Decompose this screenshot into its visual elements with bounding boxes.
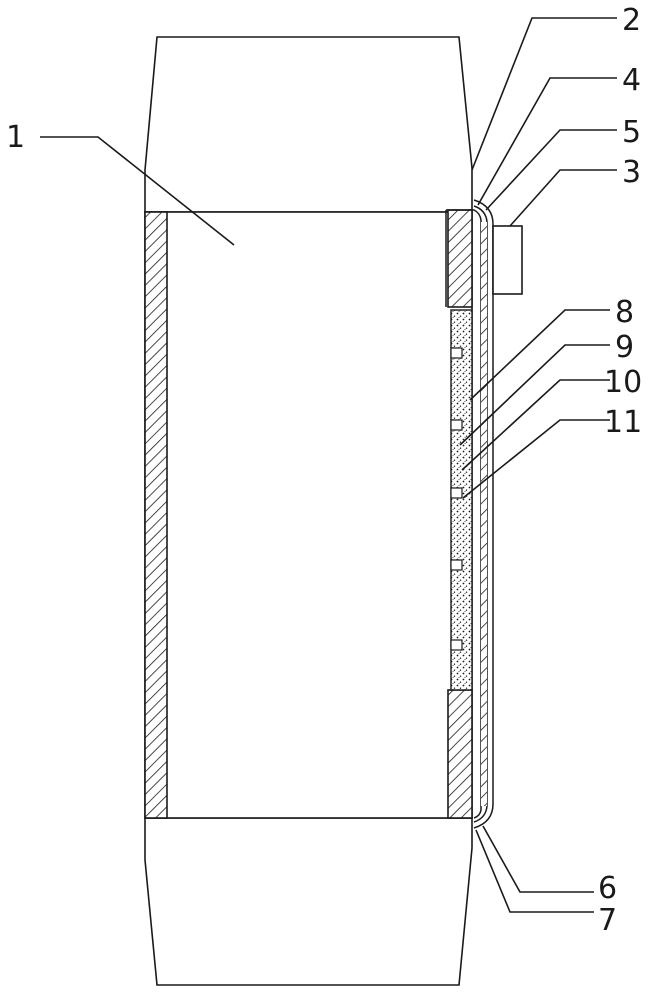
spacer-block-2 xyxy=(450,419,463,431)
leader-line-9 xyxy=(459,344,610,446)
right-wall-top-hatched xyxy=(447,209,473,308)
leader-line-8 xyxy=(469,309,610,401)
label-3: 3 xyxy=(622,155,641,190)
leader-line-4 xyxy=(477,77,617,206)
label-11: 11 xyxy=(604,405,642,440)
leader-line-11 xyxy=(462,419,610,499)
label-5: 5 xyxy=(622,115,641,150)
sheath-layer-outer xyxy=(473,199,494,829)
spacer-block-5 xyxy=(450,639,463,651)
leader-line-1 xyxy=(40,136,235,246)
spacer-block-4 xyxy=(450,559,463,571)
label-10: 10 xyxy=(604,365,642,400)
bottom-taper-section xyxy=(144,817,473,986)
spacer-block-1 xyxy=(450,347,463,359)
leader-line-6 xyxy=(482,825,594,893)
left-wall-hatched xyxy=(144,211,168,819)
spacer-block-3 xyxy=(450,487,463,499)
speckled-layer xyxy=(450,309,473,691)
sheath-layer-inner xyxy=(446,209,482,819)
main-body xyxy=(144,211,473,819)
leader-line-2 xyxy=(471,17,617,171)
top-taper-section xyxy=(144,36,473,213)
label-8: 8 xyxy=(615,295,634,330)
sheath-hatch xyxy=(481,222,487,806)
leader-line-3 xyxy=(509,169,617,227)
label-6: 6 xyxy=(598,871,617,906)
label-1: 1 xyxy=(6,120,25,155)
leader-line-7 xyxy=(475,829,594,913)
label-2: 2 xyxy=(622,3,641,38)
right-wall-bottom-hatched xyxy=(447,689,473,819)
leader-line-5 xyxy=(485,129,617,211)
label-9: 9 xyxy=(615,330,634,365)
label-4: 4 xyxy=(622,63,641,98)
label-7: 7 xyxy=(598,903,617,938)
leader-line-10 xyxy=(461,379,610,471)
component-3-box xyxy=(492,225,523,295)
